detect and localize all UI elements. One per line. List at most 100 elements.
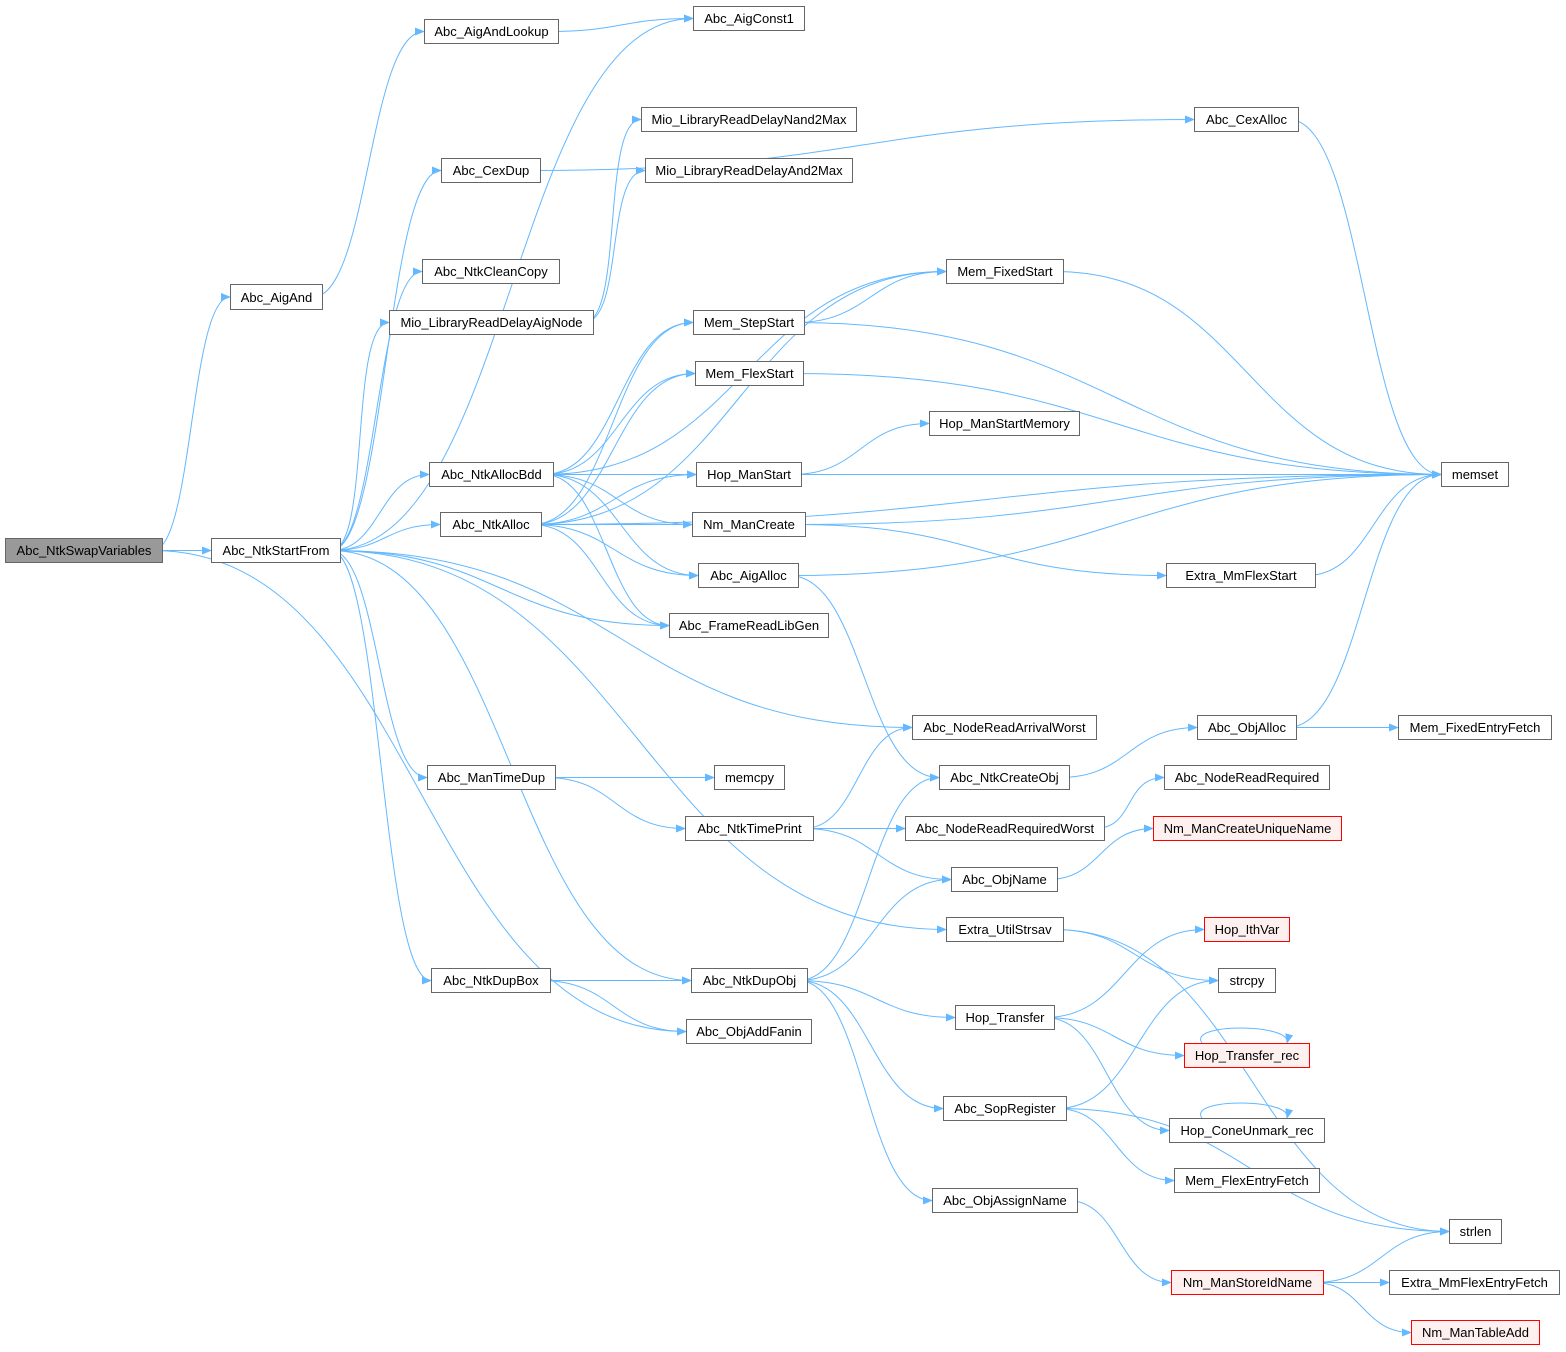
call-edge-startfrom-to-aigconst1 <box>330 14 694 551</box>
call-edge-startfrom-to-ntkalloc <box>330 520 441 551</box>
graph-node-aigandlookup[interactable]: Abc_AigAndLookup <box>424 19 559 44</box>
call-edge-startfrom-to-aignode <box>330 318 390 551</box>
graph-node-strsav[interactable]: Extra_UtilStrsav <box>946 917 1064 942</box>
call-edge-storeidname-to-strlen <box>1313 1227 1450 1283</box>
call-edge-ntkallocbdd-to-memflexstart <box>543 369 696 475</box>
call-edge-strsav-to-strlen <box>1053 929 1450 1236</box>
call-edge-startfrom-to-mantimedup <box>330 550 428 782</box>
call-edge-coneunmark-to-coneunmark <box>1200 1102 1294 1119</box>
graph-node-memstepstart[interactable]: Mem_StepStart <box>693 310 805 335</box>
graph-node-cexalloc[interactable]: Abc_CexAlloc <box>1194 107 1299 132</box>
graph-node-mantimedup[interactable]: Abc_ManTimeDup <box>427 765 556 790</box>
graph-node-memfixedstart[interactable]: Mem_FixedStart <box>946 259 1064 284</box>
call-edge-mantimedup-to-timeprint <box>545 777 686 833</box>
call-edge-aigalloc-to-createobj <box>788 575 940 782</box>
graph-node-memcpy[interactable]: memcpy <box>714 765 785 790</box>
graph-node-arrivalworst[interactable]: Abc_NodeReadArrivalWorst <box>912 715 1097 740</box>
graph-node-memflexstart[interactable]: Mem_FlexStart <box>695 361 804 386</box>
graph-node-aigand[interactable]: Abc_AigAnd <box>230 284 323 310</box>
call-edge-startfrom-to-strsav <box>330 550 947 934</box>
call-edge-aigand-to-aigandlookup <box>312 27 425 298</box>
call-edge-ntkalloc-to-memstepstart <box>531 318 694 525</box>
graph-node-memset[interactable]: memset <box>1441 462 1509 487</box>
call-edge-cexdup-to-cexalloc <box>530 115 1195 171</box>
call-edge-timeprint-to-arrivalworst <box>803 723 913 829</box>
call-edge-memfixedstart-to-memset <box>1053 271 1442 479</box>
graph-node-ntkalloc[interactable]: Abc_NtkAlloc <box>440 512 542 537</box>
graph-node-nmmancreate[interactable]: Nm_ManCreate <box>692 512 806 537</box>
call-edge-startfrom-to-cleancopy <box>330 267 423 551</box>
call-edge-dupobj-to-hoptransfer <box>797 980 956 1022</box>
graph-node-transferrec[interactable]: Hop_Transfer_rec <box>1184 1043 1310 1068</box>
graph-node-nand2max[interactable]: Mio_LibraryReadDelayNand2Max <box>641 107 857 132</box>
call-edge-objname-to-uniquename <box>1047 824 1154 880</box>
graph-node-hopmanstartmemory[interactable]: Hop_ManStartMemory <box>929 411 1080 436</box>
graph-node-aignode[interactable]: Mio_LibraryReadDelayAigNode <box>389 310 594 335</box>
call-edge-strsav-to-strcpy <box>1053 929 1219 985</box>
call-edge-memstepstart-to-memset <box>794 322 1442 479</box>
call-edge-startfrom-to-cexdup <box>330 166 442 551</box>
graph-node-readrequired[interactable]: Abc_NodeReadRequired <box>1164 765 1330 790</box>
call-edge-ntkalloc-to-memfixedstart <box>531 267 947 525</box>
graph-node-and2max[interactable]: Mio_LibraryReadDelayAnd2Max <box>645 158 853 183</box>
graph-node-storeidname[interactable]: Nm_ManStoreIdName <box>1171 1270 1324 1295</box>
call-edge-ntkalloc-to-framereadlibgen <box>531 524 670 630</box>
call-edge-dupbox-to-addfanin <box>540 980 687 1036</box>
graph-node-uniquename[interactable]: Nm_ManCreateUniqueName <box>1153 816 1342 841</box>
call-edge-aigandlookup-to-aigconst1 <box>548 14 694 32</box>
graph-node-mmflexentryfetch[interactable]: Extra_MmFlexEntryFetch <box>1389 1270 1560 1295</box>
call-edge-sopregister-to-flexentryfetch <box>1056 1108 1175 1185</box>
call-edge-memflexstart-to-memset <box>793 373 1442 479</box>
graph-node-objalloc[interactable]: Abc_ObjAlloc <box>1197 715 1297 740</box>
call-edge-ntkalloc-to-aigalloc <box>531 524 699 580</box>
call-edge-dupobj-to-assignname <box>797 980 933 1205</box>
call-edge-requiredworst-to-readrequired <box>1094 773 1165 829</box>
graph-node-objname[interactable]: Abc_ObjName <box>951 867 1058 892</box>
graph-node-dupbox[interactable]: Abc_NtkDupBox <box>431 968 551 993</box>
call-edge-swap-to-aigand <box>152 293 231 551</box>
call-edge-swap-to-addfanin <box>152 550 687 1036</box>
graph-node-coneunmark[interactable]: Hop_ConeUnmark_rec <box>1169 1118 1325 1143</box>
call-edge-hopmanstart-to-hopmanstartmemory <box>791 419 930 475</box>
call-edge-ntkallocbdd-to-memstepstart <box>543 318 694 475</box>
graph-node-addfanin[interactable]: Abc_ObjAddFanin <box>686 1019 812 1044</box>
graph-node-sopregister[interactable]: Abc_SopRegister <box>943 1096 1067 1121</box>
graph-node-tableadd[interactable]: Nm_ManTableAdd <box>1411 1320 1540 1345</box>
graph-node-startfrom[interactable]: Abc_NtkStartFrom <box>211 538 341 563</box>
graph-node-framereadlibgen[interactable]: Abc_FrameReadLibGen <box>669 613 829 638</box>
call-edge-memstepstart-to-memfixedstart <box>794 267 947 323</box>
call-edge-ntkalloc-to-hopmanstart <box>531 470 697 525</box>
call-edge-startfrom-to-framereadlibgen <box>330 550 670 630</box>
graph-node-fixedentryfetch[interactable]: Mem_FixedEntryFetch <box>1398 715 1552 740</box>
graph-node-cexdup[interactable]: Abc_CexDup <box>441 158 541 183</box>
call-edge-hoptransfer-to-transferrec <box>1044 1017 1185 1060</box>
graph-node-cleancopy[interactable]: Abc_NtkCleanCopy <box>422 259 560 284</box>
call-edge-createobj-to-objalloc <box>1059 723 1198 778</box>
graph-node-strcpy[interactable]: strcpy <box>1218 968 1276 993</box>
graph-node-flexentryfetch[interactable]: Mem_FlexEntryFetch <box>1174 1168 1320 1193</box>
graph-node-createobj[interactable]: Abc_NtkCreateObj <box>939 765 1070 790</box>
call-edge-hoptransfer-to-ithvar <box>1044 925 1205 1018</box>
graph-node-ntkallocbdd[interactable]: Abc_NtkAllocBdd <box>429 462 554 487</box>
graph-node-strlen[interactable]: strlen <box>1449 1219 1502 1244</box>
graph-node-hoptransfer[interactable]: Hop_Transfer <box>955 1005 1055 1030</box>
call-edge-hoptransfer-to-coneunmark <box>1044 1017 1170 1135</box>
graph-node-dupobj[interactable]: Abc_NtkDupObj <box>691 968 808 993</box>
call-edge-assignname-to-storeidname <box>1067 1200 1172 1287</box>
call-edge-aigalloc-to-memset <box>788 470 1442 576</box>
graph-node-timeprint[interactable]: Abc_NtkTimePrint <box>685 816 814 841</box>
graph-node-assignname[interactable]: Abc_ObjAssignName <box>932 1188 1078 1213</box>
graph-node-requiredworst[interactable]: Abc_NodeReadRequiredWorst <box>905 816 1105 841</box>
call-edge-dupobj-to-objname <box>797 875 952 981</box>
graph-node-swap[interactable]: Abc_NtkSwapVariables <box>5 538 163 563</box>
call-edge-startfrom-to-arrivalworst <box>330 550 913 732</box>
graph-node-aigconst1[interactable]: Abc_AigConst1 <box>693 6 805 31</box>
call-edge-mmflexstart-to-memset <box>1305 470 1442 576</box>
call-edge-ntkallocbdd-to-framereadlibgen <box>543 474 670 630</box>
graph-node-ithvar[interactable]: Hop_IthVar <box>1204 917 1290 942</box>
graph-node-mmflexstart[interactable]: Extra_MmFlexStart <box>1166 563 1316 588</box>
graph-node-hopmanstart[interactable]: Hop_ManStart <box>696 462 802 487</box>
graph-node-aigalloc[interactable]: Abc_AigAlloc <box>698 563 799 588</box>
call-edge-dupobj-to-createobj <box>797 773 940 981</box>
